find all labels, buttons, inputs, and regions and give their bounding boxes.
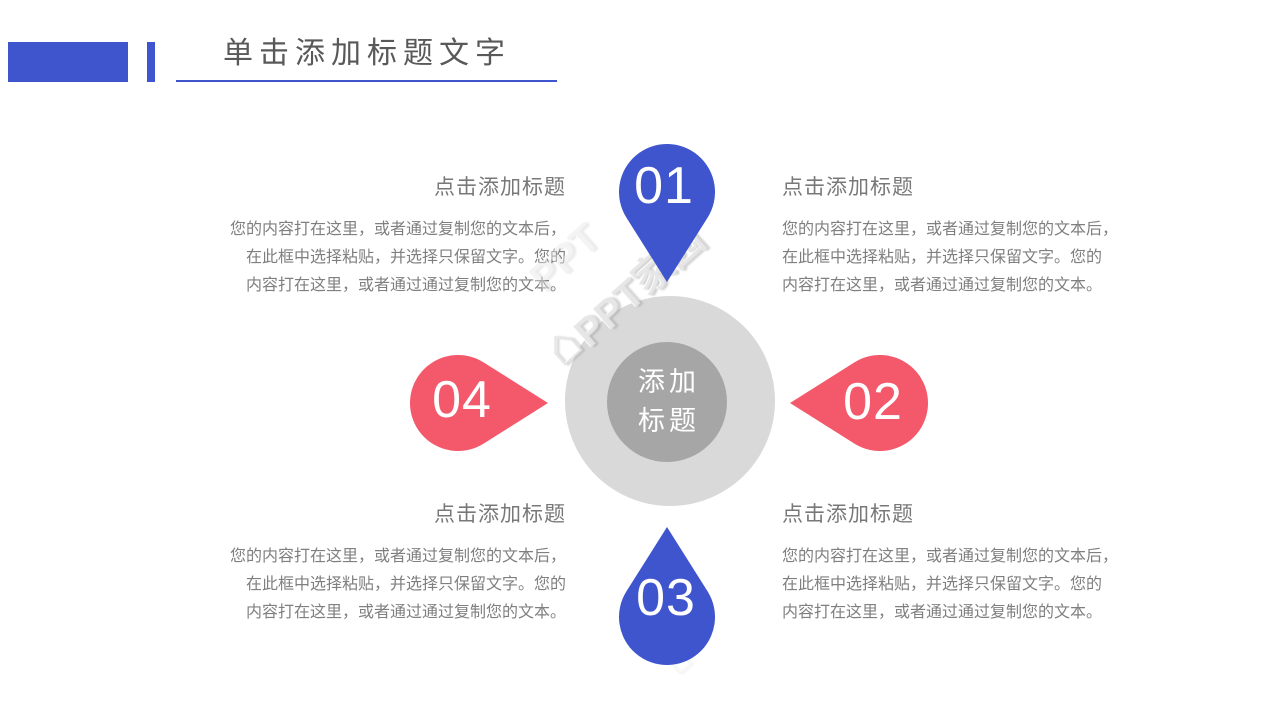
body-line: 您的内容打在这里，或者通过复制您的文本后，: [782, 221, 1119, 238]
slide-title-placeholder[interactable]: 单击添加标题文字: [223, 37, 511, 70]
header-accent-tick: [147, 42, 155, 82]
block-body[interactable]: 您的内容打在这里，或者通过复制您的文本后， 在此框中选择粘贴，并选择只保留文字。…: [782, 216, 1128, 300]
center-label-line1: 添加: [638, 367, 700, 397]
block-heading[interactable]: 点击添加标题: [782, 503, 914, 526]
center-label-line2: 标题: [638, 406, 700, 436]
body-line: 内容打在这里，或者通过通过复制您的文本。: [782, 277, 1103, 294]
block-body[interactable]: 您的内容打在这里，或者通过复制您的文本后， 在此框中选择粘贴，并选择只保留文字。…: [220, 543, 566, 627]
body-line: 在此框中选择粘贴，并选择只保留文字。您的: [245, 249, 566, 266]
body-line: 在此框中选择粘贴，并选择只保留文字。您的: [782, 576, 1103, 593]
body-line: 在此框中选择粘贴，并选择只保留文字。您的: [782, 249, 1103, 266]
pin-02-shape: [790, 355, 928, 451]
block-heading[interactable]: 点击添加标题: [782, 176, 914, 199]
pin-02-number: 02: [843, 373, 903, 431]
pin-04-shape: [410, 355, 548, 451]
pin-01-number: 01: [634, 157, 694, 215]
block-body[interactable]: 您的内容打在这里，或者通过复制您的文本后， 在此框中选择粘贴，并选择只保留文字。…: [782, 543, 1128, 627]
block-heading[interactable]: 点击添加标题: [434, 176, 566, 199]
header-accent-bar: [8, 42, 128, 82]
title-underline: [176, 80, 557, 82]
body-line: 您的内容打在这里，或者通过复制您的文本后，: [782, 548, 1119, 565]
body-line: 您的内容打在这里，或者通过复制您的文本后，: [229, 548, 566, 565]
body-line: 内容打在这里，或者通过通过复制您的文本。: [245, 277, 566, 294]
body-line: 内容打在这里，或者通过通过复制您的文本。: [245, 604, 566, 621]
block-body[interactable]: 您的内容打在这里，或者通过复制您的文本后， 在此框中选择粘贴，并选择只保留文字。…: [220, 216, 566, 300]
pin-01-shape: [619, 144, 715, 282]
pin-03-number: 03: [636, 569, 696, 627]
text-block-bottom-right[interactable]: 点击添加标题 您的内容打在这里，或者通过复制您的文本后， 在此框中选择粘贴，并选…: [782, 500, 1128, 627]
center-circle-inner[interactable]: 添加 标题: [607, 342, 727, 462]
body-line: 在此框中选择粘贴，并选择只保留文字。您的: [245, 576, 566, 593]
block-heading[interactable]: 点击添加标题: [434, 503, 566, 526]
pin-03-shape: [619, 527, 715, 665]
pin-04-number: 04: [432, 371, 492, 429]
text-block-top-right[interactable]: 点击添加标题 您的内容打在这里，或者通过复制您的文本后， 在此框中选择粘贴，并选…: [782, 173, 1128, 300]
body-line: 您的内容打在这里，或者通过复制您的文本后，: [229, 221, 566, 238]
text-block-bottom-left[interactable]: 点击添加标题 您的内容打在这里，或者通过复制您的文本后， 在此框中选择粘贴，并选…: [220, 500, 566, 627]
text-block-top-left[interactable]: 点击添加标题 您的内容打在这里，或者通过复制您的文本后， 在此框中选择粘贴，并选…: [220, 173, 566, 300]
body-line: 内容打在这里，或者通过通过复制您的文本。: [782, 604, 1103, 621]
